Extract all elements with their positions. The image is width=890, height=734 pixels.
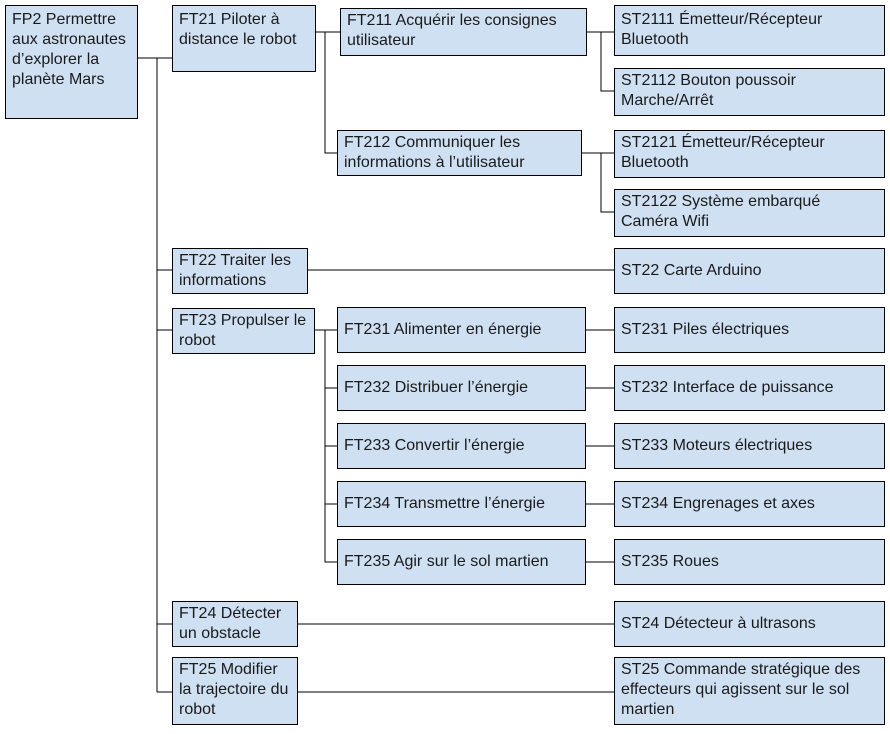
node-ft212: FT212 Communiquer les informations à l’u… [337, 130, 582, 176]
node-ft233: FT233 Convertir l’énergie [337, 423, 586, 469]
node-st235: ST235 Roues [614, 539, 885, 585]
node-ft24: FT24 Détecter un obstacle [172, 601, 298, 647]
node-st234: ST234 Engrenages et axes [614, 481, 885, 527]
connector-ft211-trunk [587, 31, 614, 92]
node-st22: ST22 Carte Arduino [614, 248, 885, 294]
node-st231: ST231 Piles électriques [614, 307, 885, 353]
node-ft235: FT235 Agir sur le sol martien [337, 539, 586, 585]
node-st233: ST233 Moteurs électriques [614, 423, 885, 469]
node-ft22: FT22 Traiter les informations [172, 248, 308, 294]
connector-ft212-trunk [582, 152, 614, 213]
node-st2111: ST2111 Émetteur/Récepteur Bluetooth [614, 5, 885, 56]
node-st2112: ST2112 Bouton poussoir Marche/Arrêt [614, 68, 885, 116]
connector-ft21-trunk [316, 31, 340, 154]
node-ft234: FT234 Transmettre l’énergie [337, 481, 586, 527]
node-ft231: FT231 Alimenter en énergie [337, 307, 586, 353]
node-fp2: FP2 Permettre aux astronautes d’explorer… [5, 5, 138, 119]
node-st25: ST25 Commande stratégique des effecteurs… [614, 657, 885, 725]
node-ft232: FT232 Distribuer l’énergie [337, 365, 586, 411]
node-st2122: ST2122 Système embarqué Caméra Wifi [614, 189, 885, 237]
node-st232: ST232 Interface de puissance [614, 365, 885, 411]
connector-root [138, 57, 158, 692]
node-ft25: FT25 Modifier la trajectoire du robot [172, 657, 298, 725]
connector-ft23-trunk [315, 329, 337, 563]
node-st2121: ST2121 Émetteur/Récepteur Bluetooth [614, 130, 885, 178]
node-ft23: FT23 Propulser le robot [172, 308, 315, 354]
node-ft211: FT211 Acquérir les consignes utilisateur [340, 8, 587, 56]
node-ft21: FT21 Piloter à distance le robot [172, 5, 316, 72]
node-st24: ST24 Détecteur à ultrasons [614, 601, 885, 647]
